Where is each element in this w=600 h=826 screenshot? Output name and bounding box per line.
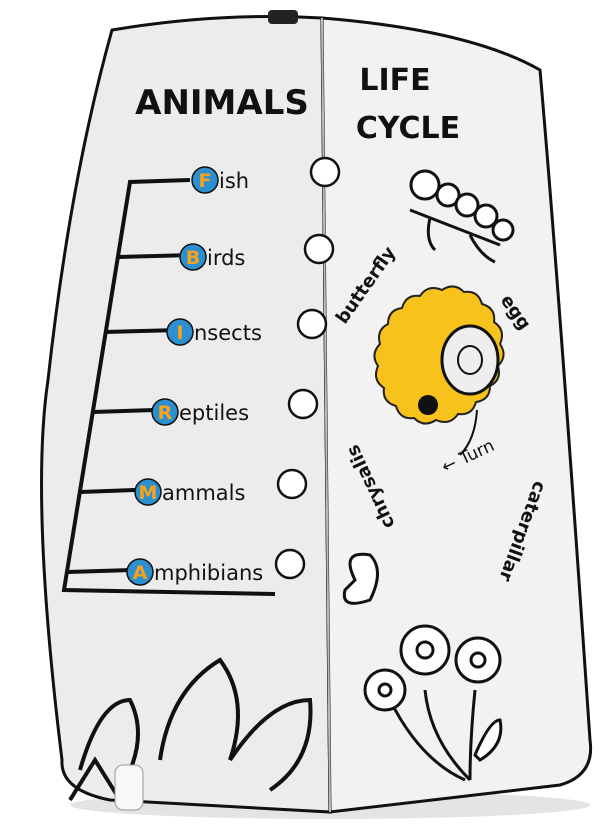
egg-leaf-icon bbox=[457, 345, 483, 375]
life-cycle-wheel[interactable]: ← Turn bbox=[373, 285, 505, 478]
snake-icon bbox=[287, 388, 319, 420]
animal-item-ammals[interactable]: M ammals bbox=[134, 468, 308, 506]
letter-badge[interactable] bbox=[191, 166, 219, 194]
caterpillar-icon bbox=[409, 169, 515, 264]
letter-badge[interactable] bbox=[166, 318, 194, 346]
animals-title: ANIMALS bbox=[135, 83, 309, 123]
letter: M bbox=[139, 482, 158, 504]
animal-item-ish[interactable]: F ish bbox=[191, 156, 341, 194]
frog-icon bbox=[274, 548, 306, 580]
letter: A bbox=[133, 562, 148, 584]
wheel-window bbox=[440, 324, 500, 396]
leaves-illustration bbox=[68, 657, 313, 802]
life-title-line2: CYCLE bbox=[356, 111, 460, 146]
letter-badge[interactable] bbox=[126, 558, 154, 586]
bee-icon bbox=[296, 308, 328, 340]
life-title-line1: LIFE bbox=[359, 63, 430, 98]
animal-item-irds[interactable]: B irds bbox=[179, 233, 335, 271]
letter-badge[interactable] bbox=[179, 243, 207, 271]
flowers-icon bbox=[363, 624, 503, 782]
lion-icon bbox=[276, 468, 308, 500]
hinge-bracket bbox=[114, 764, 144, 811]
animal-item-eptiles[interactable]: R eptiles bbox=[151, 388, 319, 426]
animal-name: ish bbox=[219, 169, 249, 193]
animal-item-nsects[interactable]: I nsects bbox=[166, 308, 328, 346]
letter: F bbox=[199, 170, 212, 192]
letter-badge[interactable] bbox=[151, 398, 179, 426]
bird-icon bbox=[303, 233, 335, 265]
letter: R bbox=[158, 402, 173, 424]
animal-name: nsects bbox=[194, 321, 262, 345]
animal-item-mphibians[interactable]: A mphibians bbox=[126, 548, 306, 586]
butterfly-icon bbox=[342, 552, 379, 605]
top-cap bbox=[268, 10, 298, 24]
letter-badge[interactable] bbox=[134, 478, 162, 506]
animal-name: ammals bbox=[162, 481, 245, 505]
animal-name: mphibians bbox=[154, 561, 263, 585]
animal-name: eptiles bbox=[179, 401, 249, 425]
animal-name: irds bbox=[207, 246, 245, 270]
letter: B bbox=[186, 247, 200, 269]
turn-arrow-icon bbox=[459, 409, 478, 456]
letter: I bbox=[176, 322, 183, 344]
wheel-knob[interactable] bbox=[418, 395, 438, 415]
fish-icon bbox=[309, 156, 341, 188]
